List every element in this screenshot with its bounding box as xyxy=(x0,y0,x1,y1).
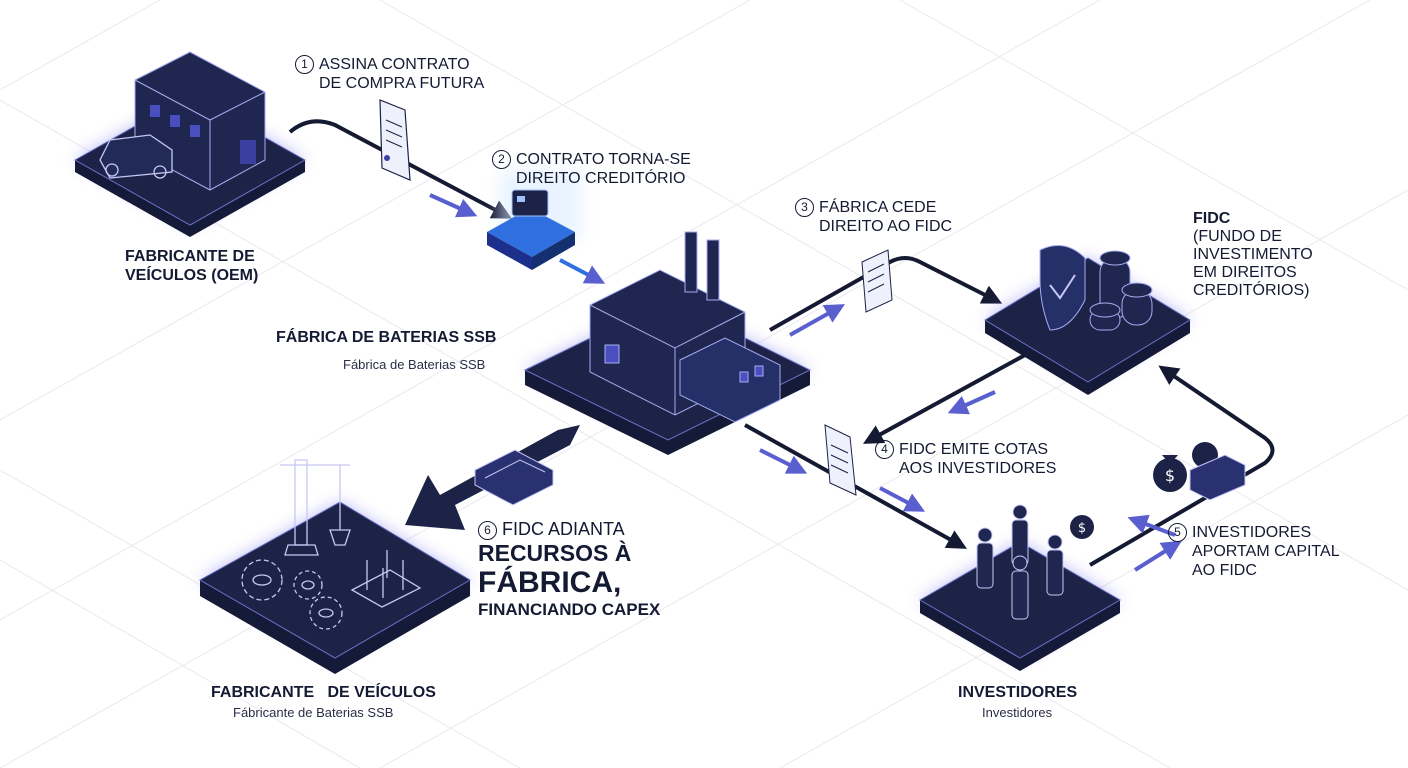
step-line: FIDC ADIANTA xyxy=(502,519,625,539)
factory-icon xyxy=(589,231,781,423)
step-number-badge: 4 xyxy=(875,440,894,459)
step-5-label: 5 INVESTIDORES APORTAM CAPITAL AO FIDC xyxy=(1168,523,1340,580)
credit-card-box xyxy=(487,170,580,270)
step-line: FINANCIANDO CAPEX xyxy=(478,600,661,619)
step-line: INVESTIDORES xyxy=(1192,524,1312,541)
fidc-title-line: INVESTIMENTO xyxy=(1193,246,1313,263)
step-number-badge: 6 xyxy=(478,521,497,540)
step-line: FIDC EMITE COTAS xyxy=(899,441,1049,458)
money-bag-icon: $ xyxy=(1153,442,1246,501)
step-line: DE COMPRA FUTURA xyxy=(319,75,485,92)
pillars-icon xyxy=(350,550,422,608)
arrow-investors-to-fidc xyxy=(1088,365,1275,567)
cash-icon xyxy=(474,449,554,506)
step-line: DIREITO CREDITÓRIO xyxy=(516,170,686,187)
step-line: AO FIDC xyxy=(1192,562,1257,579)
step-1-label: 1 ASSINA CONTRATO DE COMPRA FUTURA xyxy=(295,55,484,93)
construction-title: FABRICANTE DE VEÍCULOS xyxy=(211,684,436,701)
step-4-label: 4 FIDC EMITE COTAS AOS INVESTIDORES xyxy=(875,440,1056,478)
oem-platform xyxy=(73,51,307,237)
step-3-label: 3 FÁBRICA CEDE DIREITO AO FIDC xyxy=(795,198,952,236)
construction-subtitle: Fábricante de Baterias SSB xyxy=(233,705,394,720)
investors-platform: $ xyxy=(919,504,1121,671)
car-icon xyxy=(99,134,173,179)
step-number-badge: 1 xyxy=(295,55,314,74)
factory-subtitle: Fábrica de Baterias SSB xyxy=(343,357,486,372)
step-number-badge: 2 xyxy=(492,150,511,169)
step-number-badge: 5 xyxy=(1168,523,1187,542)
coin-icon: $ xyxy=(1070,515,1094,539)
step-line: FÁBRICA CEDE xyxy=(819,199,937,216)
step-line: FÁBRICA, xyxy=(478,566,622,599)
investors-subtitle: Investidores xyxy=(982,705,1053,720)
fidc-platform xyxy=(984,245,1191,395)
step-line: CONTRATO TORNA-SE xyxy=(516,151,691,168)
arrow-oem-to-card xyxy=(288,119,513,219)
svg-text:$: $ xyxy=(1165,466,1175,485)
factory-title: FÁBRICA DE BATERIAS SSB xyxy=(276,329,497,346)
arrow-fidc-to-document xyxy=(862,353,1026,444)
document-icon xyxy=(824,424,857,496)
oem-title-line2: VEÍCULOS (OEM) xyxy=(125,267,259,284)
people-icon xyxy=(976,504,1064,620)
oem-title-line1: FABRICANTE DE xyxy=(125,248,255,265)
fidc-title-line: FIDC xyxy=(1193,210,1231,227)
step-6-label: 6 FIDC ADIANTA RECURSOS À FÁBRICA, FINANC… xyxy=(478,520,660,619)
document-icon xyxy=(379,99,411,181)
step-line: RECURSOS À xyxy=(478,540,632,566)
cash-icon xyxy=(1189,454,1246,501)
step-line: APORTAM CAPITAL xyxy=(1192,543,1340,560)
svg-text:$: $ xyxy=(1078,521,1086,536)
fidc-title-line: EM DIREITOS xyxy=(1193,264,1297,281)
fidc-title-line: (FUNDO DE xyxy=(1193,228,1282,245)
arrow-fidc-to-construction xyxy=(405,425,580,530)
fidc-title: FIDC (FUNDO DE INVESTIMENTO EM DIREITOS … xyxy=(1193,210,1313,300)
gear-icon xyxy=(241,559,343,630)
document-icon xyxy=(861,249,893,313)
investors-title: INVESTIDORES xyxy=(958,684,1078,701)
step-line: AOS INVESTIDORES xyxy=(899,460,1057,477)
oem-title: FABRICANTE DE VEÍCULOS (OEM) xyxy=(125,247,258,285)
step-line: DIREITO AO FIDC xyxy=(819,218,953,235)
step-number-badge: 3 xyxy=(795,198,814,217)
fidc-title-line: CREDITÓRIOS) xyxy=(1193,282,1310,299)
factory-platform xyxy=(523,231,812,455)
construction-platform xyxy=(198,459,471,674)
crane-icon xyxy=(280,459,351,556)
step-2-label: 2 CONTRATO TORNA-SE DIREITO CREDITÓRIO xyxy=(492,150,691,188)
coin-stack-icon xyxy=(1089,250,1153,331)
arrow-factory-to-fidc xyxy=(769,256,1003,332)
shield-check-icon xyxy=(1039,245,1086,331)
credit-card-icon xyxy=(511,189,549,217)
step-line: ASSINA CONTRATO xyxy=(319,56,470,73)
